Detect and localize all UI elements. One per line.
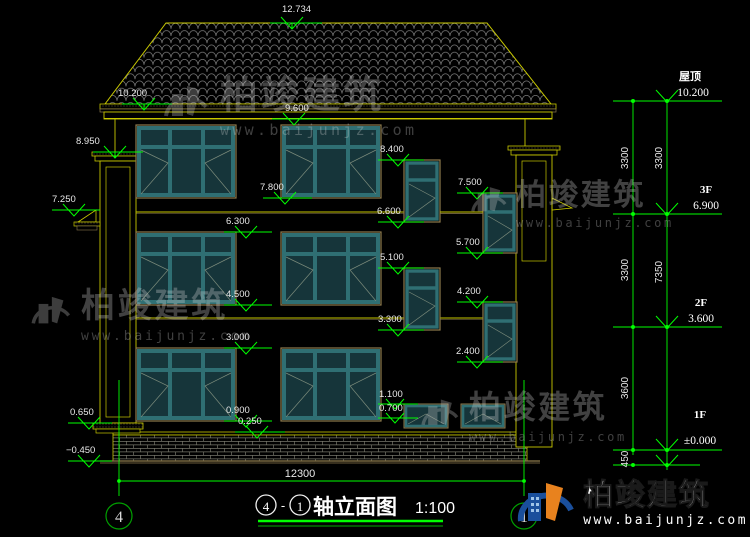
elev-text-10200: 10.200 (118, 88, 147, 99)
elev-text-3000: 3.000 (226, 332, 250, 343)
axis-bubble-left: 4 (115, 509, 123, 526)
elev-text-5100: 5.100 (380, 252, 404, 263)
elev-flag-0900 (224, 414, 272, 428)
axis-bubble-right: 1 (520, 509, 528, 526)
level-flag-ground (655, 454, 679, 468)
overall-width-text: 12300 (285, 468, 316, 480)
elev-flag-6600 (378, 215, 424, 229)
elev-flag-10200 (122, 97, 172, 111)
window-narrow-group (403, 159, 518, 363)
elev-flag-7250 (52, 203, 100, 217)
roof (99, 22, 557, 120)
title-axis-left: 4 (263, 499, 270, 514)
dim-text-roof-3f: 3300 (620, 146, 631, 169)
elev-text-0250: 0.250 (238, 416, 262, 427)
level-name-2f: 2F (695, 297, 708, 309)
elev-text-12734: 12.734 (282, 4, 311, 15)
window-2f-b (280, 231, 382, 306)
drawing-title-block: 4 - 1 轴立面图 1:100 (255, 494, 455, 527)
elev-flag-0250 (235, 425, 285, 439)
elev-flag-6300 (224, 225, 272, 239)
window-low-group (403, 403, 506, 429)
dim-text-outer-1: 3300 (654, 146, 665, 169)
elev-flag-7800 (263, 191, 312, 205)
elev-flag-5100 (378, 261, 424, 275)
elev-text-9600: 9.600 (285, 103, 309, 114)
level-flag-2f (655, 315, 722, 329)
dim-text-2f-1f: 3600 (620, 376, 631, 399)
column-left (73, 151, 145, 434)
elev-text-6600: 6.600 (377, 206, 401, 217)
level-name-1f: 1F (694, 409, 707, 421)
elev-flag-m0450 (68, 454, 112, 468)
window-stair-upper (482, 192, 518, 254)
elev-text-6300: 6.300 (226, 216, 250, 227)
level-flag-1f (655, 438, 722, 452)
elev-text-8950: 8.950 (76, 136, 100, 147)
title-main-text: 轴立面图 (313, 495, 397, 519)
elev-flag-7500 (457, 186, 503, 200)
window-1f-a (135, 347, 237, 422)
elev-flag-8950 (93, 145, 143, 159)
level-flag-roof (655, 89, 722, 103)
elev-flag-9600 (272, 112, 330, 126)
window-3f-a (135, 124, 237, 199)
elev-text-4200: 4.200 (457, 286, 481, 297)
level-name-roof: 屋顶 (679, 70, 701, 83)
elev-text-0900: 0.900 (226, 405, 250, 416)
elev-text-4500: 4.500 (226, 289, 250, 300)
column-right (507, 145, 574, 448)
level-elev-roof: 10.200 (677, 87, 709, 99)
window-wide-group (135, 124, 382, 422)
dim-text-outer-2: 7350 (654, 260, 665, 283)
window-narrow-2f (403, 267, 441, 331)
window-low-b (460, 403, 506, 429)
dim-text-3f-2f: 3300 (620, 258, 631, 281)
dim-text-plinth: 450 (620, 450, 631, 467)
level-elev-1f: ±0.000 (684, 435, 716, 447)
elev-text-m0450: −0.450 (66, 445, 95, 456)
elev-text-0700: 0.700 (379, 403, 403, 414)
elev-text-7500: 7.500 (458, 177, 482, 188)
elev-flag-3000 (224, 341, 272, 355)
window-narrow-3f (403, 159, 441, 223)
level-flag-3f (655, 202, 722, 216)
elev-flag-0700 (378, 412, 418, 424)
window-1f-b (280, 347, 382, 422)
title-scale: 1:100 (415, 500, 455, 517)
level-elev-2f: 3.600 (688, 313, 714, 325)
elevation-text-group: 12.734 10.200 9.600 8.950 7.800 7.250 8.… (52, 4, 482, 456)
elev-flag-2400 (457, 355, 503, 369)
elev-text-1100: 1.100 (379, 389, 403, 400)
level-elev-3f: 6.900 (693, 200, 719, 212)
elev-flag-12734 (270, 16, 322, 30)
window-2f-a (135, 231, 237, 306)
level-dimension-stack: 3300 3300 3600 450 3300 7350 屋顶 10.200 3… (613, 70, 722, 470)
elev-flag-1100 (378, 398, 418, 410)
elev-text-0650: 0.650 (70, 407, 94, 418)
elev-flag-4200 (457, 295, 503, 309)
elev-flag-4500 (224, 298, 272, 312)
elev-text-5700: 5.700 (456, 237, 480, 248)
elev-flag-0650 (68, 416, 112, 430)
elev-text-7250: 7.250 (52, 194, 76, 205)
window-3f-b (280, 124, 382, 199)
elev-flag-3300e (378, 323, 424, 337)
elev-flag-5700 (457, 246, 503, 260)
title-dash: - (281, 498, 285, 513)
elev-text-8400: 8.400 (380, 144, 404, 155)
elevation-callouts (52, 16, 503, 468)
window-stair-lower (482, 301, 518, 363)
elev-flag-8400 (378, 153, 424, 167)
title-axis-right: 1 (297, 499, 304, 514)
elev-text-3300: 3.300 (378, 314, 402, 325)
plinth-masonry (100, 431, 540, 464)
elev-text-2400: 2.400 (456, 346, 480, 357)
elev-text-7800: 7.800 (260, 182, 284, 193)
window-low-a (403, 403, 449, 429)
level-name-3f: 3F (700, 184, 713, 196)
